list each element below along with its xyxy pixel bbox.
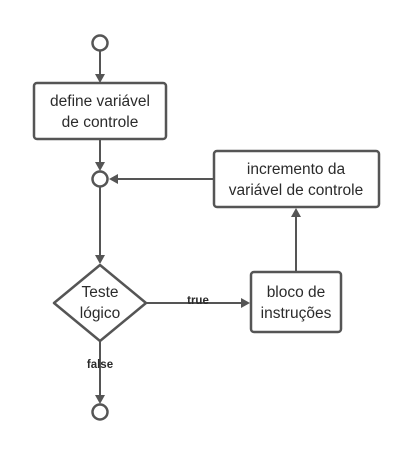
instruction-block-line-1: bloco de — [267, 284, 326, 301]
instruction-block-box — [249, 270, 343, 334]
arrowhead-merge — [95, 162, 105, 171]
true-label: true — [187, 295, 209, 307]
connectors — [95, 51, 301, 404]
define-variable-box — [32, 81, 168, 141]
arrowhead-merge-loop — [109, 174, 118, 184]
define-variable-line-2: de controle — [62, 114, 139, 131]
start-node — [91, 34, 109, 52]
false-label: false — [87, 359, 113, 371]
logical-test-diamond — [52, 263, 148, 343]
instruction-block-line-2: instruções — [261, 305, 332, 322]
logical-test-line-2: lógico — [80, 305, 121, 322]
arrowhead-end — [95, 395, 105, 404]
end-node — [91, 403, 109, 421]
merge-node — [91, 170, 109, 188]
arrowhead-block — [241, 298, 250, 308]
increment-line-1: incremento da — [247, 161, 346, 178]
arrowhead-increment — [291, 208, 301, 217]
increment-line-2: variável de controle — [229, 182, 363, 199]
logical-test-line-1: Teste — [81, 284, 118, 301]
arrowhead-define — [95, 74, 105, 83]
arrowhead-test — [95, 255, 105, 264]
define-variable-line-1: define variável — [50, 93, 150, 110]
increment-box — [212, 149, 381, 209]
